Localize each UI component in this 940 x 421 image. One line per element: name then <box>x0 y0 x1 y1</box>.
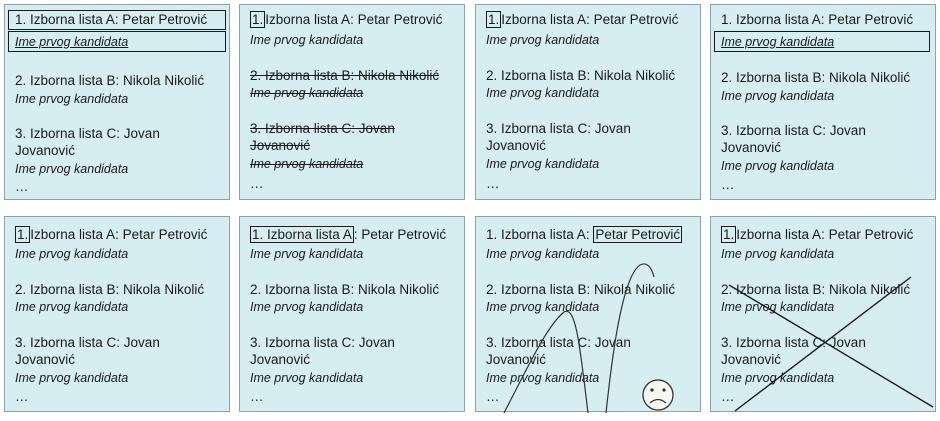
candidate-line-b: Ime prvog kandidata <box>721 300 835 314</box>
list-a-name: : Petar Petrović <box>353 227 447 242</box>
candidate-line-c: Ime prvog kandidata <box>15 162 129 176</box>
candidate-line-c: Ime prvog kandidata <box>250 371 364 385</box>
candidate-line-a: Ime prvog kandidata <box>250 33 364 47</box>
ellipsis: … <box>250 389 264 404</box>
candidate-line-b: Ime prvog kandidata <box>250 86 364 100</box>
list-a-line: 1.Izborna lista A: Petar Petrović <box>15 226 207 244</box>
candidate-line-a: Ime prvog kandidata <box>15 35 129 49</box>
ballot-card-2: 1.Izborna lista A: Petar Petrović Ime pr… <box>239 4 465 200</box>
candidate-line-b: Ime prvog kandidata <box>15 92 129 106</box>
candidate-line-b: Ime prvog kandidata <box>486 300 600 314</box>
name-box: Petar Petrović <box>593 226 683 243</box>
list-a-text: Izborna lista A: <box>501 12 594 27</box>
ballot-card-5: 1.Izborna lista A: Petar Petrović Ime pr… <box>4 216 230 412</box>
list-b-line: 2. Izborna lista B: Nikola Nikolić <box>250 68 440 83</box>
ballot-card-3: 1.Izborna lista A: Petar Petrović Ime pr… <box>475 4 701 200</box>
list-a-text: Izborna lista A <box>267 227 352 242</box>
list-b-line: 2. Izborna lista B: Nikola Nikolić <box>15 282 205 297</box>
list-b-line: 2. Izborna lista B: Nikola Nikolić <box>250 282 440 297</box>
list-c-line: 3. Izborna lista C: Jovan <box>250 335 395 350</box>
list-a-text-visible: 1. Izborna lista A: <box>486 227 594 242</box>
ballot-card-7: 1. Izborna lista A: Petar Petrović1. Izb… <box>475 216 701 413</box>
ellipsis: … <box>486 389 500 404</box>
ballot-card-1: 1. Izborna lista A: Petar Petrović Ime p… <box>4 4 230 200</box>
list-b-line: 2. Izborna lista B: Nikola Nikolić <box>721 70 911 85</box>
ellipsis: … <box>721 177 735 192</box>
list-c-line: 3. Izborna lista C: Jovan <box>721 335 866 350</box>
candidate-line-a: Ime prvog kandidata <box>721 247 835 261</box>
sad-face-icon <box>642 379 674 411</box>
list-a-line: 1. Izborna lista A: Petar Petrović1. Izb… <box>486 226 683 244</box>
candidate-line-b: Ime prvog kandidata <box>250 300 364 314</box>
selection-box <box>8 10 226 30</box>
candidate-line-c: Ime prvog kandidata <box>15 371 129 385</box>
list-a-text: Izborna lista A: <box>736 227 829 242</box>
list-c-line-cont: Jovanović <box>15 143 76 158</box>
list-a-box: 1. Izborna lista A <box>250 226 354 243</box>
selection-box <box>714 31 930 52</box>
list-a-name: Petar Petrović <box>357 12 443 27</box>
list-a-name: Petar Petrović <box>828 227 914 242</box>
list-a-text: Izborna lista A: <box>30 227 123 242</box>
list-c-line: 3. Izborna lista C: Jovan <box>486 335 631 350</box>
candidate-line-a: Ime prvog kandidata <box>15 247 129 261</box>
ellipsis: … <box>15 389 29 404</box>
candidate-line-b: Ime prvog kandidata <box>721 89 835 103</box>
candidate-line-c: Ime prvog kandidata <box>721 159 835 173</box>
list-a-line: 1.Izborna lista A: Petar Petrović <box>486 11 678 29</box>
candidate-line-c: Ime prvog kandidata <box>250 157 364 171</box>
ellipsis: … <box>721 389 735 404</box>
list-c-line: 3. Izborna lista C: Jovan <box>15 335 160 350</box>
list-c-line: 3. Izborna lista C: Jovan <box>486 121 631 136</box>
candidate-line-a: Ime prvog kandidata <box>250 247 364 261</box>
list-a-line: 1. Izborna lista A: Petar Petrović <box>15 12 208 27</box>
candidate-line-b: Ime prvog kandidata <box>15 300 129 314</box>
list-b-line: 2. Izborna lista B: Nikola Nikolić <box>721 282 911 297</box>
list-b-line: 2. Izborna lista B: Nikola Nikolić <box>486 68 676 83</box>
list-a-line: 1. Izborna lista A: Petar Petrović <box>250 226 446 244</box>
candidate-line-c: Ime prvog kandidata <box>486 157 600 171</box>
ballot-card-6: 1. Izborna lista A: Petar Petrović Ime p… <box>239 216 465 412</box>
selection-box <box>8 31 226 52</box>
list-a-name: Petar Petrović <box>122 227 208 242</box>
list-a-text: Izborna lista A: <box>265 12 358 27</box>
candidate-line-c: Ime prvog kandidata <box>721 371 835 385</box>
ellipsis: … <box>15 179 29 194</box>
candidate-line-c: Ime prvog kandidata <box>486 371 600 385</box>
list-a-line: 1.Izborna lista A: Petar Petrović <box>721 226 913 244</box>
ellipsis: … <box>250 176 264 191</box>
number-box: 1. <box>250 11 266 28</box>
ballot-card-4: 1. Izborna lista A: Petar Petrović Ime p… <box>710 4 936 200</box>
list-c-line: 3. Izborna lista C: Jovan <box>15 126 160 141</box>
list-c-line-cont: Jovanović <box>15 352 76 367</box>
candidate-line-a: Ime prvog kandidata <box>721 35 835 49</box>
candidate-line-a: Ime prvog kandidata <box>486 247 600 261</box>
list-b-line: 2. Izborna lista B: Nikola Nikolić <box>486 282 676 297</box>
list-c-line-cont: Jovanović <box>250 352 311 367</box>
list-c-line-cont: Jovanović <box>721 140 782 155</box>
ellipsis: … <box>486 176 500 191</box>
candidate-line-a: Ime prvog kandidata <box>486 33 600 47</box>
list-a-line: 1. Izborna lista A: Petar Petrović <box>721 12 914 27</box>
list-a-name: Petar Petrović <box>593 12 679 27</box>
list-a-prefix: Izborna lista A: <box>501 227 594 242</box>
list-c-line-cont: Jovanović <box>250 138 311 153</box>
list-c-line-cont: Jovanović <box>486 352 547 367</box>
list-c-line: 3. Izborna lista C: Jovan <box>250 121 395 136</box>
number-box: 1. <box>721 226 737 243</box>
list-b-line: 2. Izborna lista B: Nikola Nikolić <box>15 73 205 88</box>
ballot-card-8: 1.Izborna lista A: Petar Petrović Ime pr… <box>710 216 936 412</box>
list-c-line: 3. Izborna lista C: Jovan <box>721 123 866 138</box>
number-box: 1. <box>15 226 31 243</box>
list-number: 1. <box>252 227 264 242</box>
number-box: 1. <box>486 11 502 28</box>
list-c-line-cont: Jovanović <box>721 352 782 367</box>
list-a-line: 1.Izborna lista A: Petar Petrović <box>250 11 442 29</box>
list-c-line-cont: Jovanović <box>486 138 547 153</box>
candidate-line-b: Ime prvog kandidata <box>486 86 600 100</box>
